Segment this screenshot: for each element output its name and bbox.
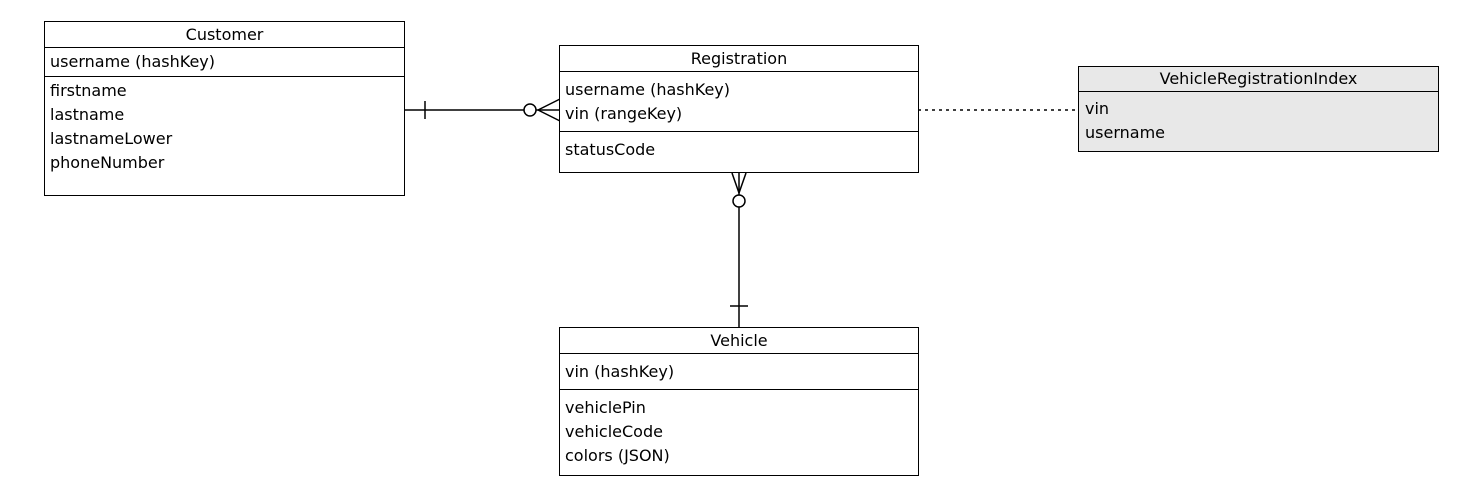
vehicle-title: Vehicle [560,328,918,354]
registration-crowfoot-right [738,172,747,194]
index-fields: vin username [1079,92,1438,147]
registration-title: Registration [560,46,918,72]
registration-attributes: statusCode [560,132,918,164]
registration-crowfoot-top [537,98,561,111]
registration-zero-circle [523,103,537,117]
customer-attr: firstname [50,81,127,100]
vehicle-attr: colors (JSON) [565,446,670,465]
customer-attr: phoneNumber [50,153,165,172]
vehicle-key: vin (hashKey) [565,362,675,381]
customer-title: Customer [45,22,404,48]
customer-attributes: firstname lastname lastnameLower phoneNu… [45,77,404,177]
customer-key: username (hashKey) [50,52,215,71]
registration-key: vin (rangeKey) [565,104,683,123]
index-field: username [1085,123,1165,142]
registration-crowfoot-bottom [537,109,561,122]
customer-attr: lastnameLower [50,129,173,148]
registration-key: username (hashKey) [565,80,730,99]
index-field: vin [1085,99,1110,118]
registration-crowfoot-left [731,172,740,194]
vehicle-keys: vin (hashKey) [560,354,918,390]
vehicle-attributes: vehiclePin vehicleCode colors (JSON) [560,390,918,470]
registration-attr: statusCode [565,140,656,159]
customer-attr: lastname [50,105,125,124]
registration-keys: username (hashKey) vin (rangeKey) [560,72,918,132]
index-title: VehicleRegistrationIndex [1079,67,1438,92]
registration-entity[interactable]: Registration username (hashKey) vin (ran… [559,45,919,173]
registration-vehicle-relationship [730,172,748,327]
customer-keys: username (hashKey) [45,48,404,77]
vehicle-attr: vehicleCode [565,422,663,441]
vehicle-registration-index-entity[interactable]: VehicleRegistrationIndex vin username [1078,66,1439,152]
vehicle-attr: vehiclePin [565,398,646,417]
vehicle-zero-circle [732,194,746,208]
customer-registration-relationship [405,98,561,122]
vehicle-entity[interactable]: Vehicle vin (hashKey) vehiclePin vehicle… [559,327,919,476]
customer-entity[interactable]: Customer username (hashKey) firstname la… [44,21,405,196]
